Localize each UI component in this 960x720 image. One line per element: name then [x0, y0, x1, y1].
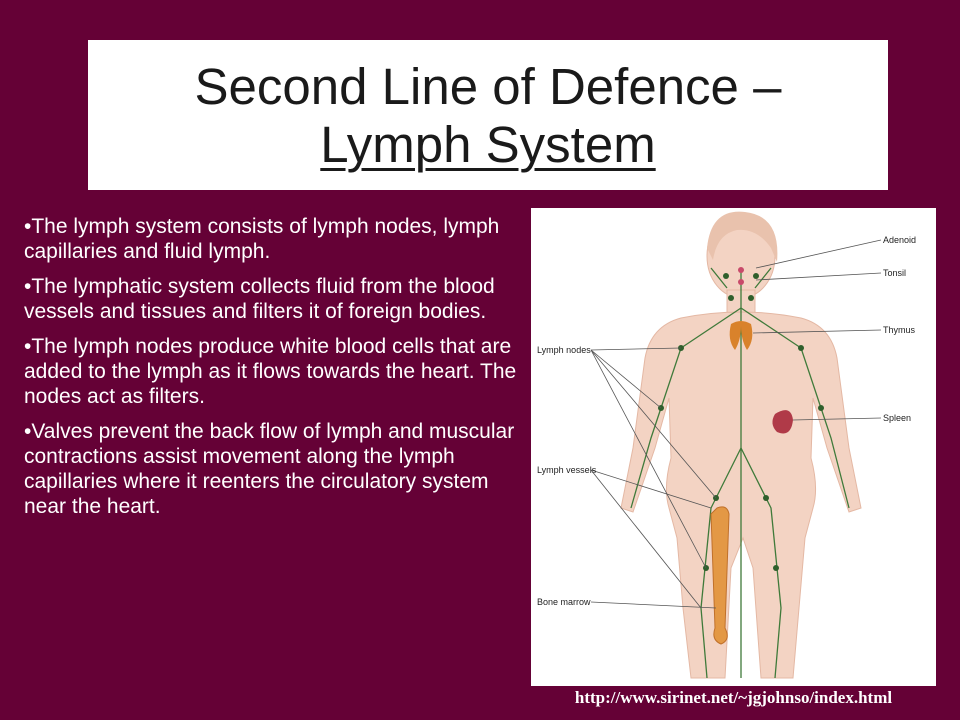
spleen-organ — [772, 410, 793, 434]
tonsil-organ — [738, 279, 744, 285]
label-lymph-vessels: Lymph vessels — [537, 465, 597, 475]
bullet-item: •The lymph system consists of lymph node… — [24, 215, 500, 263]
femur-bone — [710, 506, 730, 645]
label-lines — [590, 239, 882, 609]
label-tonsil: Tonsil — [883, 268, 906, 278]
label-adenoid: Adenoid — [883, 235, 916, 245]
bullet-list: •The lymph system consists of lymph node… — [24, 214, 534, 529]
title-line-2: Lymph System — [320, 116, 656, 173]
lymph-vessels — [630, 267, 850, 679]
thymus-organ — [729, 321, 753, 350]
title-line-1: Second Line of Defence – — [194, 58, 782, 115]
bullet-item: •The lymphatic system collects fluid fro… — [24, 275, 495, 323]
bullet-item: •The lymph nodes produce white blood cel… — [24, 335, 517, 408]
slide-title: Second Line of Defence – Lymph System — [88, 40, 888, 190]
label-lymph-nodes: Lymph nodes — [537, 345, 591, 355]
body-illustration: Adenoid Tonsil Thymus Spleen Lymph nodes… — [537, 211, 916, 679]
hair — [707, 211, 778, 262]
label-bone-marrow: Bone marrow — [537, 597, 591, 607]
bullet-item: •Valves prevent the back flow of lymph a… — [24, 420, 515, 518]
lymph-system-diagram: Adenoid Tonsil Thymus Spleen Lymph nodes… — [531, 208, 936, 686]
label-spleen: Spleen — [883, 413, 911, 423]
label-thymus: Thymus — [883, 325, 916, 335]
adenoid-organ — [738, 267, 744, 273]
source-url: http://www.sirinet.net/~jgjohnso/index.h… — [574, 688, 893, 707]
